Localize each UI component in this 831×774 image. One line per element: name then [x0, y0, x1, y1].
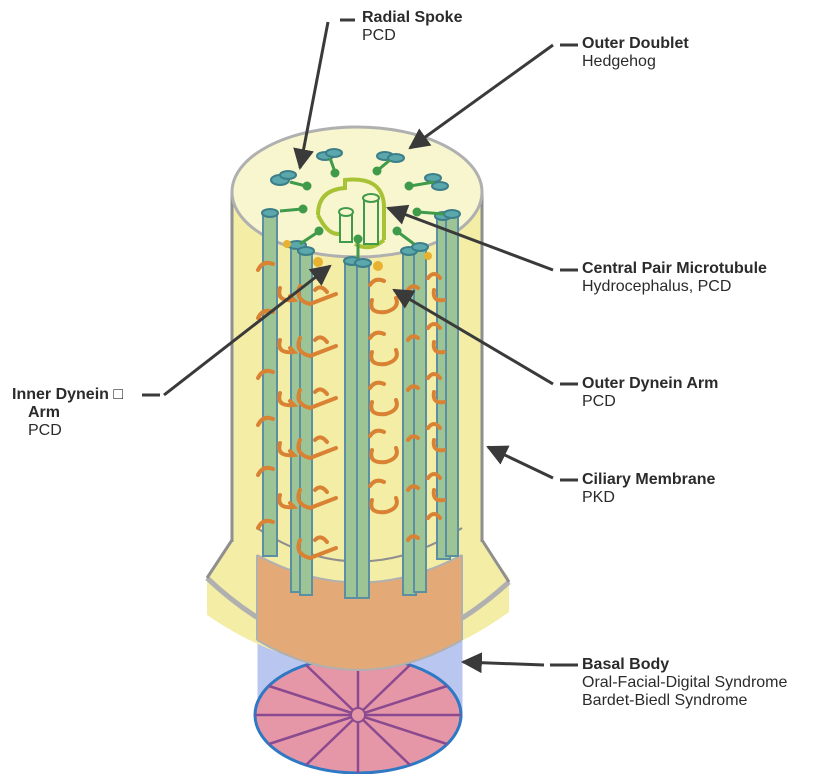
- radial-spoke-subtitle: PCD: [362, 27, 462, 45]
- basal-body-subtitle-1: Oral-Facial-Digital Syndrome: [582, 674, 787, 692]
- radial-spoke-title: Radial Spoke: [362, 9, 462, 27]
- label-inner-dynein: Inner Dynein □ Arm PCD: [12, 386, 123, 440]
- label-radial-spoke: Radial Spoke PCD: [362, 9, 462, 45]
- ciliary-membrane-subtitle: PKD: [582, 489, 715, 507]
- inner-dynein-title-line2: Arm: [12, 404, 123, 422]
- inner-dynein-title-line1: Inner Dynein □: [12, 386, 123, 404]
- basal-body-subtitle-2: Bardet-Biedl Syndrome: [582, 692, 787, 710]
- label-central-pair: Central Pair Microtubule Hydrocephalus, …: [582, 260, 767, 296]
- central-pair-title: Central Pair Microtubule: [582, 260, 767, 278]
- label-outer-dynein: Outer Dynein Arm PCD: [582, 375, 718, 411]
- ciliary-membrane-title: Ciliary Membrane: [582, 471, 715, 489]
- label-basal-body: Basal Body Oral-Facial-Digital Syndrome …: [582, 656, 787, 710]
- central-pair-subtitle: Hydrocephalus, PCD: [582, 278, 767, 296]
- outer-dynein-title: Outer Dynein Arm: [582, 375, 718, 393]
- label-ciliary-membrane: Ciliary Membrane PKD: [582, 471, 715, 507]
- inner-dynein-subtitle: PCD: [12, 422, 123, 440]
- outer-dynein-subtitle: PCD: [582, 393, 718, 411]
- basal-body-title: Basal Body: [582, 656, 787, 674]
- label-outer-doublet: Outer Doublet Hedgehog: [582, 35, 689, 71]
- outer-doublet-subtitle: Hedgehog: [582, 53, 689, 71]
- outer-doublet-title: Outer Doublet: [582, 35, 689, 53]
